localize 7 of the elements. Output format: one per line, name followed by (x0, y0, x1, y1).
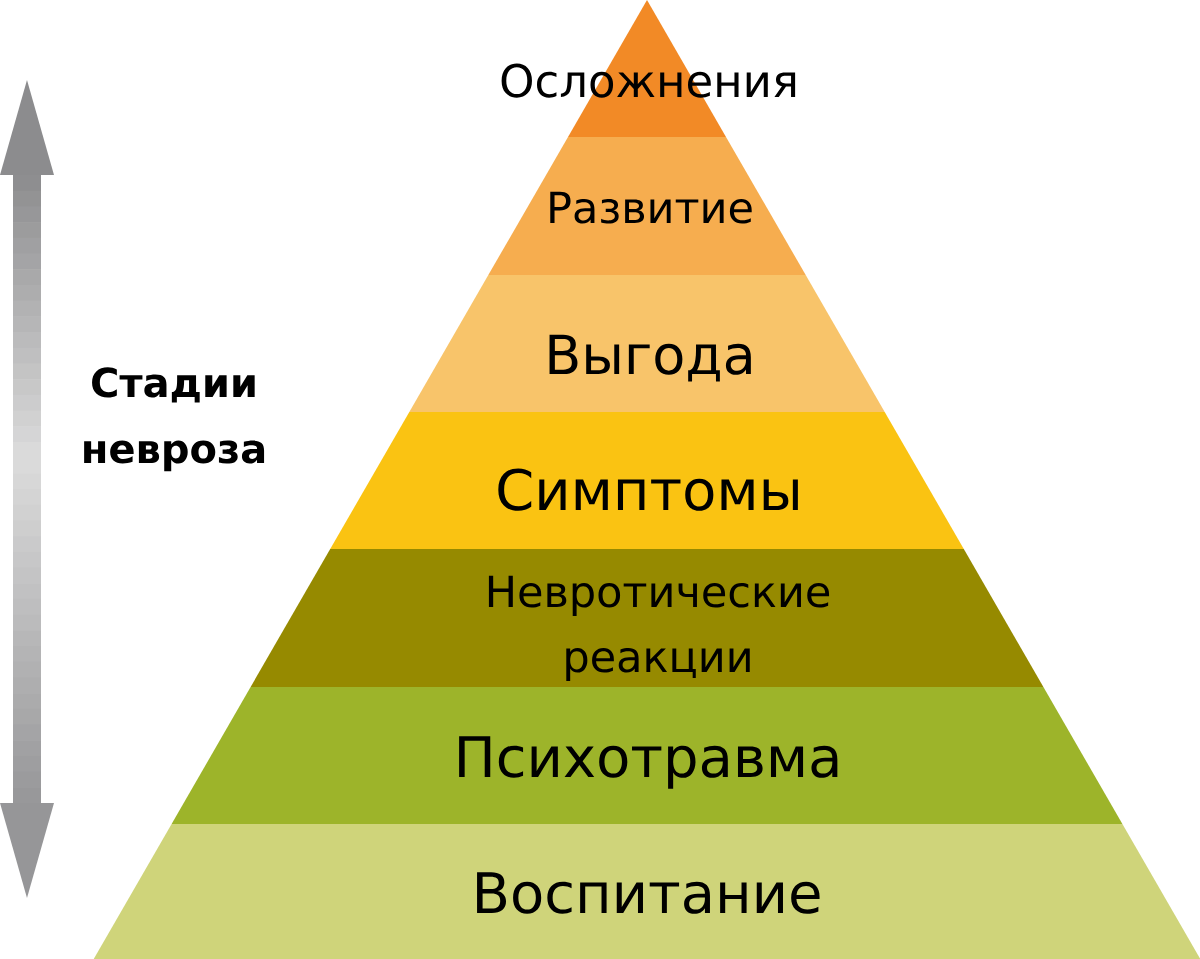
arrow-label: Стадии невроза (84, 367, 265, 472)
pyramid-band: Невротические реакции (250, 549, 1044, 687)
pyramid-band: Развитие (488, 137, 806, 275)
pyramid-band: Симптомы (330, 412, 964, 549)
pyramid-band: Воспитание (93, 824, 1200, 959)
pyramid-band: Психотравма (171, 687, 1123, 824)
pyramid-band: Выгода (409, 275, 885, 412)
